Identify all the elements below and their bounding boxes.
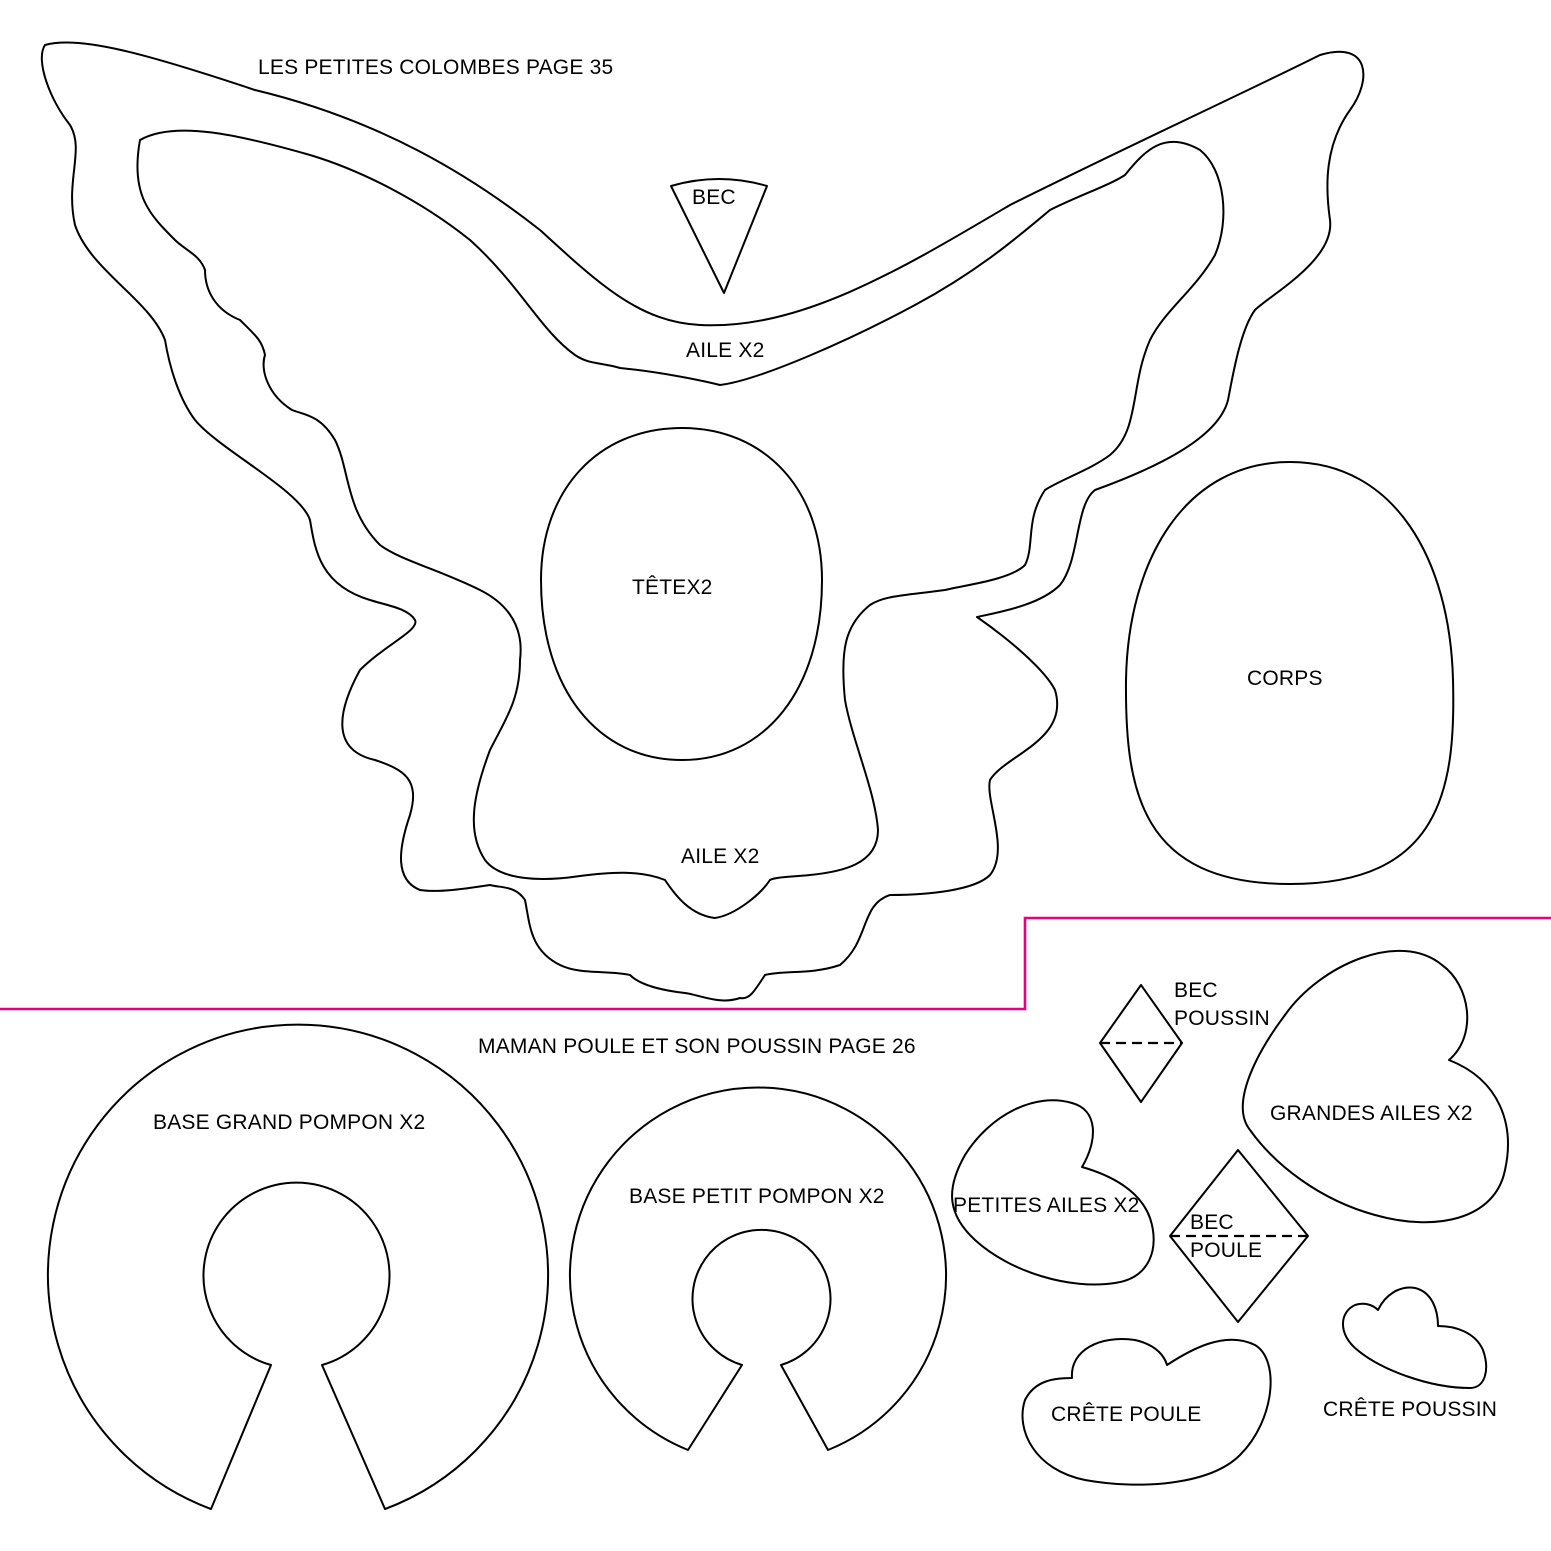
crete-poussin-outline — [1342, 1286, 1488, 1389]
bec-poule-label-1: BEC — [1190, 1211, 1234, 1234]
grandes-ailes-label: GRANDES AILES X2 — [1270, 1102, 1473, 1125]
bec-poussin-label-2: POUSSIN — [1174, 1007, 1270, 1030]
poule-title: MAMAN POULE ET SON POUSSIN PAGE 26 — [478, 1035, 916, 1058]
aile-bottom-label: AILE X2 — [681, 845, 759, 868]
section-divider-line — [0, 916, 1551, 1011]
petites-ailes-label: PETITES AILES X2 — [953, 1194, 1139, 1217]
base-grand-pompon-label: BASE GRAND POMPON X2 — [153, 1111, 425, 1134]
base-grand-pompon-outline — [47, 1023, 549, 1510]
bec-outline — [670, 178, 768, 294]
tete-outline — [540, 427, 823, 761]
bec-poussin-label-1: BEC — [1174, 979, 1218, 1002]
bec-poussin-outline — [1099, 984, 1183, 1103]
aile-outer-outline — [40, 41, 1365, 1002]
crete-poule-outline — [1021, 1338, 1272, 1486]
crete-poule-label: CRÊTE POULE — [1051, 1403, 1201, 1426]
aile-inner-outline — [136, 129, 1225, 919]
tete-label: TÊTEX2 — [632, 576, 713, 599]
petites-ailes-outline — [951, 1099, 1155, 1286]
bec-poule-label-2: POULE — [1190, 1239, 1262, 1262]
grandes-ailes-outline — [1241, 949, 1509, 1224]
corps-outline — [1124, 461, 1455, 885]
corps-label: CORPS — [1247, 667, 1323, 690]
base-petit-pompon-label: BASE PETIT POMPON X2 — [629, 1185, 885, 1208]
aile-top-label: AILE X2 — [686, 339, 764, 362]
colombes-title: LES PETITES COLOMBES PAGE 35 — [258, 56, 613, 79]
base-petit-pompon-outline — [569, 1086, 947, 1451]
bec-poule-outline — [1169, 1149, 1309, 1323]
bec-label: BEC — [692, 186, 736, 209]
crete-poussin-label: CRÊTE POUSSIN — [1323, 1398, 1497, 1421]
